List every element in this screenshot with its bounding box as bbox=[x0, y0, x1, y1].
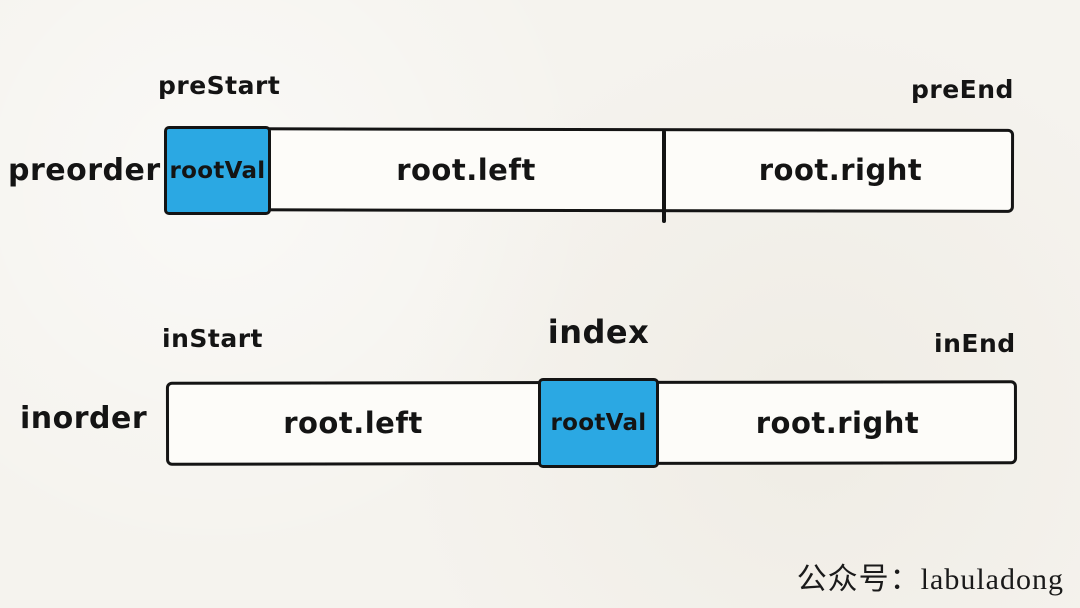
inorder-rootval-cell: rootVal bbox=[538, 378, 659, 468]
preorder-cell-divider bbox=[662, 130, 666, 223]
pointer-label-inend: inEnd bbox=[934, 329, 1016, 358]
preorder-root-right-cell: root.right bbox=[758, 153, 923, 187]
inorder-root-right-cell: root.right bbox=[755, 406, 920, 440]
preorder-rootval-cell: rootVal bbox=[164, 126, 271, 215]
inorder-root-left-cell: root.left bbox=[283, 406, 423, 440]
row-label-preorder: preorder bbox=[8, 153, 161, 188]
pointer-label-prestart: preStart bbox=[158, 71, 281, 100]
preorder-root-left-cell: root.left bbox=[396, 153, 536, 187]
pointer-label-index: index bbox=[547, 313, 650, 351]
pointer-label-preend: preEnd bbox=[911, 75, 1014, 104]
row-label-inorder: inorder bbox=[20, 401, 148, 436]
pointer-label-instart: inStart bbox=[162, 324, 263, 353]
watermark-labuladong: 公众号：labuladong bbox=[796, 563, 1064, 596]
